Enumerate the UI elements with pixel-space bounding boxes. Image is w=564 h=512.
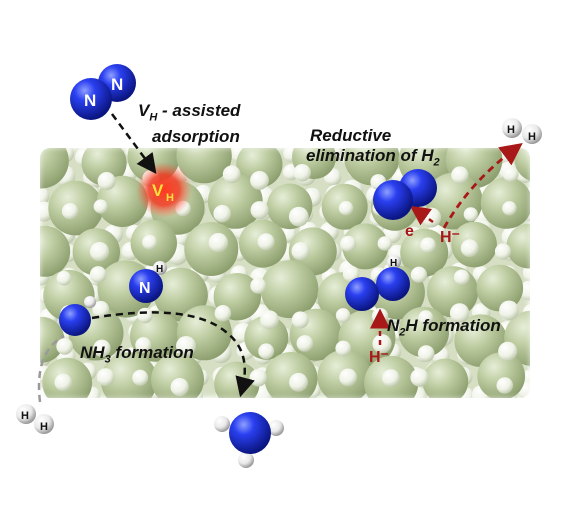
n2-gas-molecule: N N bbox=[70, 64, 136, 120]
vacancy-symbol: V bbox=[152, 181, 164, 200]
surface-edge-fade bbox=[32, 140, 538, 406]
hydride-vacancy: V H bbox=[136, 162, 192, 218]
n2-adsorbed-molecule bbox=[373, 169, 437, 220]
h-atom-label: H bbox=[156, 264, 163, 275]
n2h-formation-label: N2H formation bbox=[387, 316, 501, 339]
reductive-elimination-label: Reductive elimination of H2 bbox=[306, 126, 440, 169]
h2-incoming-molecule: H H bbox=[16, 404, 54, 434]
h-atom-label: H bbox=[40, 421, 48, 433]
h-atom-label: H bbox=[390, 258, 397, 269]
nh-surface-species: N H bbox=[129, 261, 167, 303]
h2-supply-arrow bbox=[37, 334, 65, 403]
h-atom-label: H bbox=[21, 410, 29, 422]
h2-release-arrow bbox=[442, 143, 523, 229]
nh3-product-molecule bbox=[214, 412, 284, 468]
h-atom-label: H bbox=[507, 124, 515, 136]
vacancy-subscript: H bbox=[166, 192, 174, 204]
n-atom-label: N bbox=[139, 280, 151, 297]
electron-transfer-arrow bbox=[409, 205, 434, 226]
hydride-label-n2h: H⁻ bbox=[369, 349, 389, 366]
nh2-surface-species bbox=[59, 296, 96, 336]
hydride-label: H⁻ bbox=[440, 229, 460, 246]
nh3-formation-label: NH3 formation bbox=[80, 343, 194, 366]
nh3-formation-arrow bbox=[91, 311, 255, 398]
n-atom-label: N bbox=[84, 91, 96, 110]
h-atom-label: H bbox=[528, 131, 536, 143]
n2h-surface-species: H bbox=[345, 255, 410, 311]
vh-assisted-adsorption-label: VH - assisted adsorption bbox=[138, 101, 241, 147]
electron-label: e bbox=[405, 223, 414, 240]
h2-released-molecule: H H bbox=[502, 118, 542, 144]
n-atom-label: N bbox=[111, 75, 123, 94]
